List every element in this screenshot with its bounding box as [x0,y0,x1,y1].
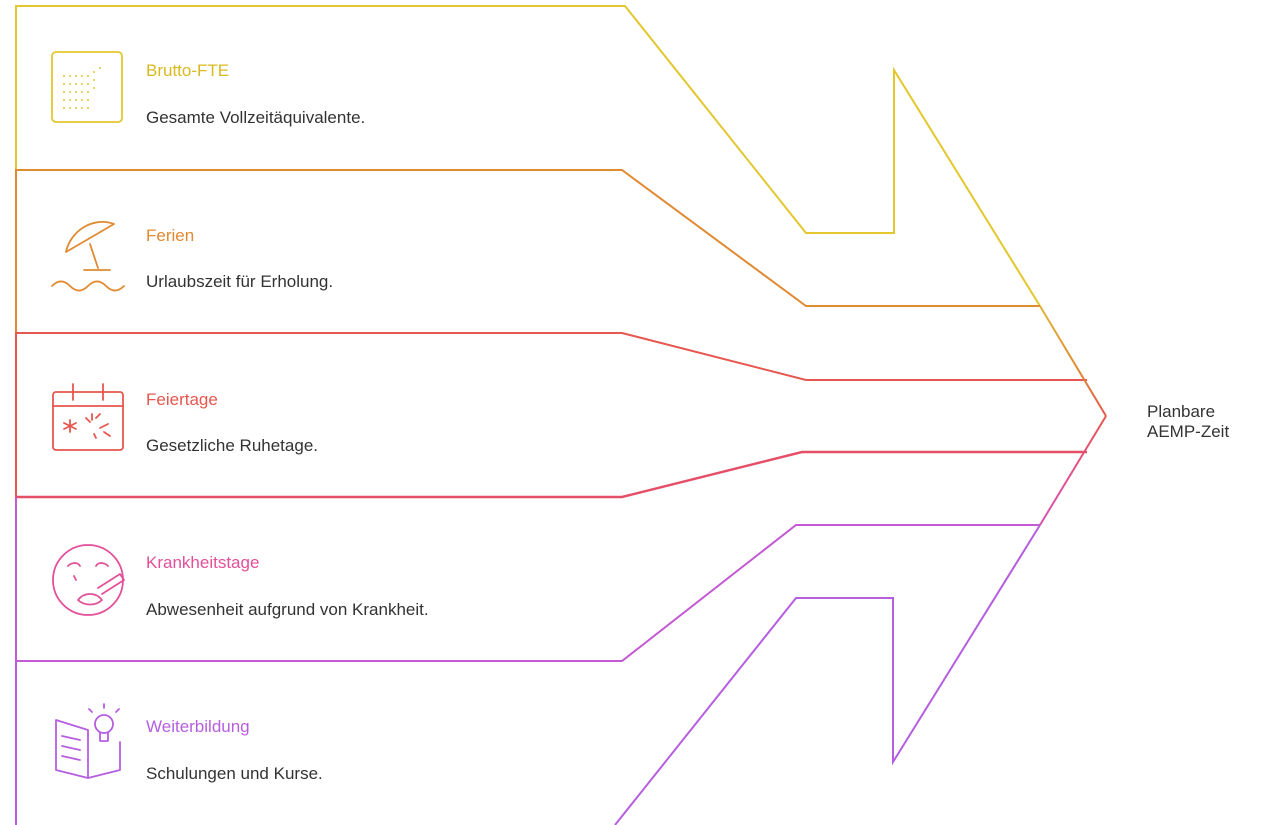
arrow-tip-lower-edge [1039,415,1107,526]
dotted-grid-icon [51,51,123,123]
band-outline-feiertage-top [15,332,1087,497]
band-title-ferien: Ferien [146,226,195,245]
band-outline-feiertage-bottom [16,450,1087,499]
band-description-brutto: Gesamte Vollzeitäquivalente. [146,108,366,127]
book-lightbulb-icon [55,703,121,779]
band-description-feiertage: Gesetzliche Ruhetage. [146,436,318,455]
band-outline-ferien [15,169,1040,333]
band-description-krankheit: Abwesenheit aufgrund von Krankheit. [146,600,429,619]
result-label-line1: Planbare [1147,402,1216,421]
beach-umbrella-icon [51,221,125,292]
band-title-feiertage: Feiertage [146,390,218,409]
sick-face-icon [52,544,125,616]
band-title-weiterbildung: Weiterbildung [146,717,250,736]
arrow-tip-upper-edge [1039,305,1107,417]
band-description-weiterbildung: Schulungen und Kurse. [146,764,323,783]
band-outline-krankheit [15,497,1040,662]
band-title-brutto: Brutto-FTE [146,61,230,80]
band-outline-brutto [15,5,1041,307]
result-label-line2: AEMP-Zeit [1147,422,1230,441]
band-description-ferien: Urlaubszeit für Erholung. [146,272,334,291]
holiday-calendar-icon [52,383,124,451]
band-title-krankheit: Krankheitstage [146,553,260,572]
result-label: Planbare AEMP-Zeit [1147,402,1267,442]
band-outline-weiterbildung [15,524,1041,825]
